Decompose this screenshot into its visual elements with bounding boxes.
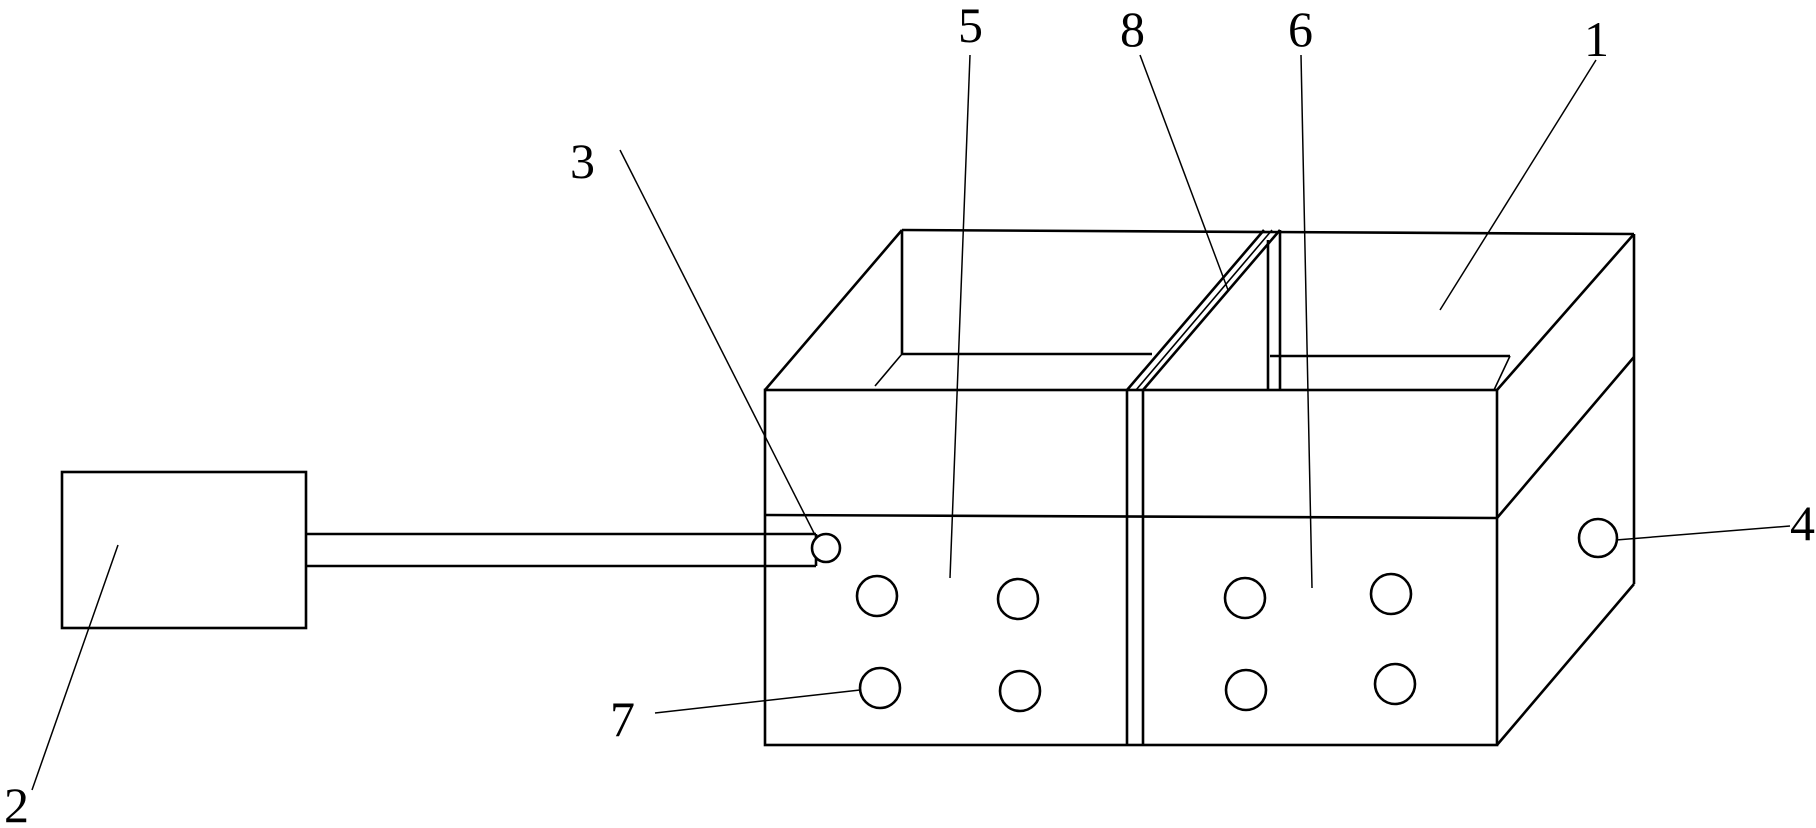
external-unit [60,470,308,630]
leader-lines [31,54,1791,791]
connecting-pipe [306,532,818,568]
right-chamber-holes [1223,572,1417,712]
hole [1369,572,1413,616]
leader-7 [654,689,861,714]
leader-5 [949,54,971,579]
hole [1373,662,1417,706]
hole [1223,576,1267,620]
inlet-port [810,532,842,564]
label-6: 6 [1288,1,1313,57]
leader-3 [619,149,816,536]
leader-6 [1300,54,1313,589]
reference-numerals: 1 2 3 4 5 6 7 8 [4,0,1815,828]
hole [855,574,899,618]
left-chamber-holes [855,574,1042,713]
label-2: 2 [4,777,29,828]
label-7: 7 [610,691,635,747]
leader-4 [1615,525,1791,541]
label-8: 8 [1120,1,1145,57]
hole [1224,668,1268,712]
outlet-port [1577,517,1619,559]
leader-2 [31,544,119,791]
partition [1125,229,1282,745]
hole [996,577,1040,621]
tank-body [763,228,1636,747]
hole [858,666,902,710]
leader-8 [1139,54,1229,291]
leader-1 [1439,59,1597,311]
label-1: 1 [1584,11,1609,67]
label-4: 4 [1790,495,1815,551]
label-5: 5 [958,0,983,53]
hole [998,669,1042,713]
label-3: 3 [570,133,595,189]
